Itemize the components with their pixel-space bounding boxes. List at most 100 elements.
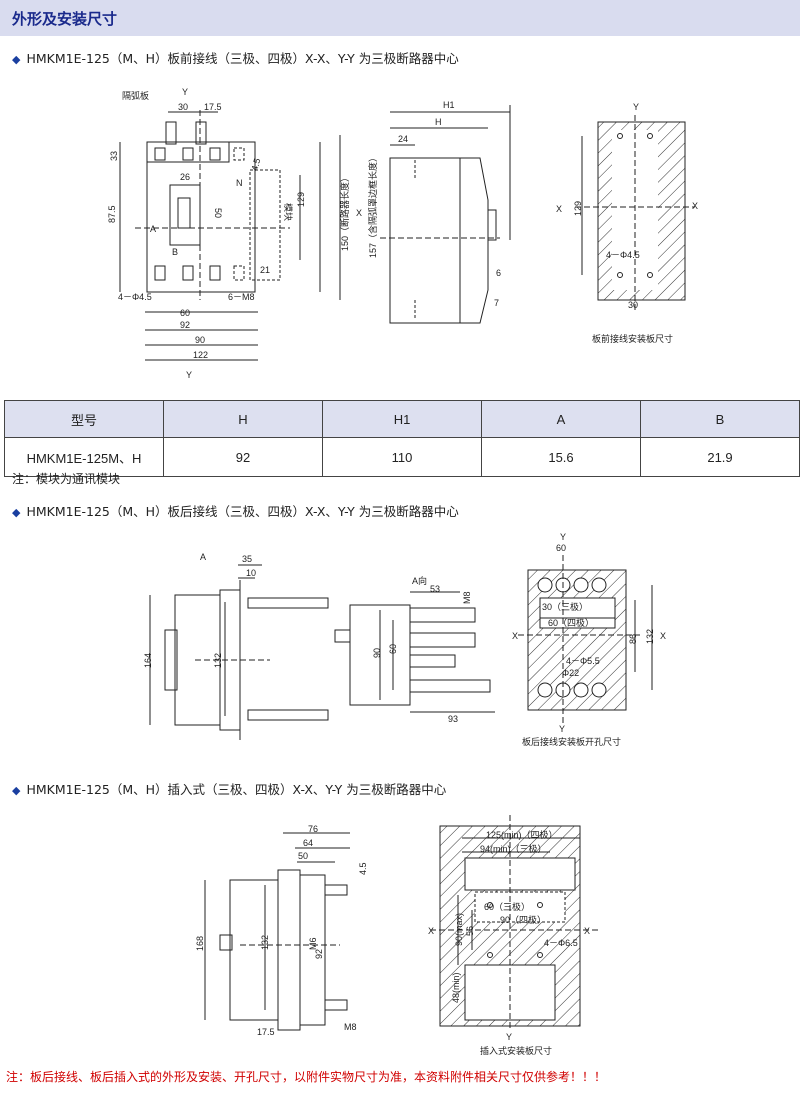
front-mounting-labels: Y X X 129 4－Φ4.5 30 板前接线安装板尺寸 xyxy=(556,102,698,344)
dim-label: 56 xyxy=(465,926,475,936)
dim-label: M6 xyxy=(308,937,318,950)
dim-label: X xyxy=(428,926,434,936)
section-header: 外形及安装尺寸 xyxy=(0,0,800,36)
section-title-front: ◆HMKM1E-125（M、H）板前接线（三极、四极）X-X、Y-Y 为三极断路… xyxy=(12,51,459,66)
dim-label: 60 xyxy=(388,644,398,654)
dim-label: 157（含隔弧罩边框长度） xyxy=(367,153,378,258)
dim-label: 150（断路器长度） xyxy=(339,173,350,251)
dim-label: A xyxy=(200,552,206,562)
a-view-labels: A向 53 M8 90 60 93 xyxy=(372,575,472,724)
dim-label: 6 xyxy=(496,268,501,278)
plugin-side-labels: 76 64 50 4.5 168 132 M6 92 M8 17.5 xyxy=(195,824,368,1037)
dim-label: X xyxy=(512,631,518,641)
dim-label: 94(min)（三极） xyxy=(480,843,547,854)
dim-label: 132 xyxy=(645,629,655,644)
caption: 板前接线安装板尺寸 xyxy=(592,333,673,344)
table-header: A xyxy=(481,400,641,438)
dim-label: 26 xyxy=(180,172,190,182)
header-title: 外形及安装尺寸 xyxy=(12,10,118,28)
dim-label: A xyxy=(150,224,156,234)
dim-label: Y xyxy=(560,532,566,542)
dim-label: 4－Φ4.5 xyxy=(606,250,640,260)
plugin-side-drawing xyxy=(204,832,350,1031)
dim-label: X xyxy=(660,631,666,641)
dim-label: 35 xyxy=(242,554,252,564)
dim-label: 30（三极） xyxy=(542,601,588,612)
dim-label: Y xyxy=(186,370,192,380)
section-title-plugin: ◆HMKM1E-125（M、H）插入式（三极、四极）X-X、Y-Y 为三极断路器… xyxy=(12,782,447,797)
dim-label: 30 xyxy=(628,300,638,310)
table-cell: 15.6 xyxy=(481,437,641,477)
dim-label: 90(max) xyxy=(454,913,464,946)
dim-label: 129 xyxy=(296,192,306,207)
dim-label: 90 xyxy=(195,335,205,345)
dim-label: 33 xyxy=(109,151,119,161)
plugin-mounting-labels: 125(min)（四极） 94(min)（三极） X X 60（三极） 90（四… xyxy=(428,829,590,1056)
dim-label: 60（四极） xyxy=(548,617,594,628)
footer-warning: 注：板后接线、板后插入式的外形及安装、开孔尺寸，以附件实物尺寸为准，本资料附件相… xyxy=(6,1070,607,1084)
module-note: 注：模块为通讯模块 xyxy=(12,472,121,486)
dim-label: M8 xyxy=(462,591,472,604)
dim-label: X xyxy=(556,204,562,214)
front-outline-labels: 隔弧板 Y 30 17.5 33 87.5 26 50 N A B 4.5 模块… xyxy=(107,87,378,380)
dim-label: 125(min)（四极） xyxy=(486,829,558,840)
dim-label: M8 xyxy=(344,1022,357,1032)
table-header: H1 xyxy=(322,400,482,438)
dim-label: N xyxy=(236,178,243,188)
dim-label: 4.5 xyxy=(358,862,368,875)
dim-label: 90（四极） xyxy=(500,914,546,925)
rear-cutout-plate xyxy=(518,555,653,725)
dim-label: 93 xyxy=(448,714,458,724)
dim-label: H xyxy=(435,117,442,127)
dim-label: 76 xyxy=(308,824,318,834)
dim-label: X xyxy=(584,926,590,936)
dim-label: 模块 xyxy=(283,203,294,221)
dim-label: Φ22 xyxy=(562,668,579,678)
table-cell: 110 xyxy=(322,437,482,477)
dim-label: 4－Φ5.5 xyxy=(566,656,600,666)
dim-label: 17.5 xyxy=(257,1027,275,1037)
rear-side-labels: A 35 10 164 132 xyxy=(143,552,256,668)
dim-label: B xyxy=(172,247,178,257)
dim-label: 4－Φ4.5 xyxy=(118,292,152,302)
dim-label: 129 xyxy=(573,201,583,216)
dim-label: Y xyxy=(182,87,188,97)
plugin-mounting-plate xyxy=(430,815,600,1030)
dim-label: 87.5 xyxy=(107,205,117,223)
dim-label: 4－Φ6.5 xyxy=(544,938,578,948)
front-outline-drawing xyxy=(119,110,341,361)
table-cell: 21.9 xyxy=(640,437,800,477)
dim-label: 60 xyxy=(180,308,190,318)
spec-table: 型号 H H1 A B HMKM1E-125M、H 92 110 15.6 21… xyxy=(4,400,800,477)
rear-side-drawing xyxy=(149,564,329,740)
dim-label: 4.5 xyxy=(249,157,262,172)
dim-label: X xyxy=(692,201,698,211)
section-title-rear: ◆HMKM1E-125（M、H）板后接线（三极、四极）X-X、Y-Y 为三极断路… xyxy=(12,504,459,519)
dim-label: 60（三极） xyxy=(484,901,530,912)
rear-cutout-labels: Y 60 30（三极） 60（四极） X X 86 132 4－Φ5.5 Φ22… xyxy=(512,532,666,747)
dim-label: 92 xyxy=(314,949,324,959)
table-cell: HMKM1E-125M、H xyxy=(4,437,164,477)
dim-label: 92 xyxy=(180,320,190,330)
dim-label: 132 xyxy=(260,935,270,950)
dim-label: X xyxy=(356,208,362,218)
dim-label: 164 xyxy=(143,653,153,668)
dim-label: 64 xyxy=(303,838,313,848)
dim-label: 6－M8 xyxy=(228,292,255,302)
dim-label: A向 xyxy=(412,575,427,586)
dim-label: 21 xyxy=(260,265,270,275)
dim-label: 50 xyxy=(213,208,223,218)
table-header-row: 型号 H H1 A B xyxy=(4,400,800,438)
dim-label: 168 xyxy=(195,936,205,951)
dim-label: 17.5 xyxy=(204,102,222,112)
dim-label: 122 xyxy=(193,350,208,360)
side-view-labels: H1 H 24 6 7 xyxy=(398,100,501,308)
diamond-bullet-icon: ◆ xyxy=(12,784,21,797)
table-row: HMKM1E-125M、H 92 110 15.6 21.9 xyxy=(4,437,800,477)
caption: 插入式安装板尺寸 xyxy=(480,1045,552,1056)
caption: 板后接线安装板开孔尺寸 xyxy=(522,736,621,747)
front-mounting-plate xyxy=(575,115,695,310)
dim-label: 60 xyxy=(556,543,566,553)
table-header: B xyxy=(640,400,800,438)
